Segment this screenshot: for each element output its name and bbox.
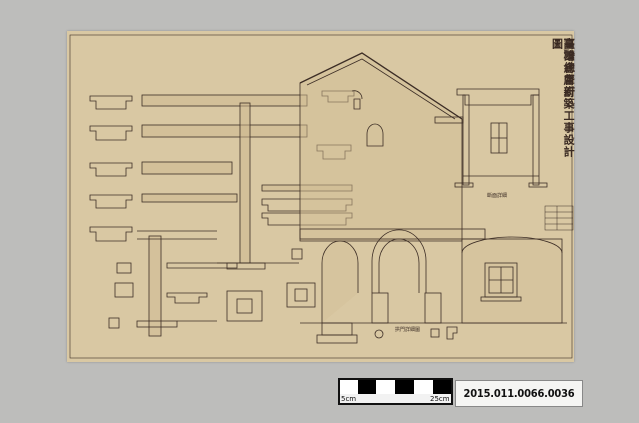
sheet-border — [69, 34, 573, 359]
scale-segment — [358, 380, 376, 394]
section-label: 斷面詳細 — [487, 192, 507, 199]
gable-facade — [299, 52, 464, 242]
scale-segment — [414, 380, 433, 394]
architectural-drawing: 斷面詳細 拱門詳細圖 — [69, 34, 574, 359]
drawing-sheet: 斷面詳細 拱門詳細圖 — [67, 31, 574, 362]
scale-label-right: 25cm — [430, 395, 450, 403]
right-wing — [461, 236, 563, 324]
legend-table — [544, 205, 574, 231]
scale-segment — [395, 380, 414, 394]
scale-label-left: 5cm — [341, 395, 357, 403]
scale-segment — [340, 380, 358, 394]
beam-profiles-left — [89, 95, 133, 242]
sheet-number: 第二號 — [562, 38, 569, 56]
lower-left-column — [136, 230, 217, 337]
title-line-1: 臺灣總督府 — [562, 38, 576, 98]
section-detail — [454, 88, 548, 188]
title-line-2: 高雄倉庫新築工事設計圖 — [550, 38, 576, 158]
arch-label: 拱門詳細圖 — [395, 326, 420, 333]
accession-number: 2015.011.0066.0036 — [455, 380, 583, 407]
scale-segment — [376, 380, 395, 394]
plan-details — [108, 248, 316, 329]
foundation-plans — [374, 326, 458, 340]
color-scale-bar: 5cm 25cm — [338, 378, 453, 405]
scale-segment — [433, 380, 451, 394]
title-block: 臺灣總督府 高雄倉庫新築工事設計圖 — [550, 38, 576, 168]
scale-label-strip — [340, 394, 451, 403]
